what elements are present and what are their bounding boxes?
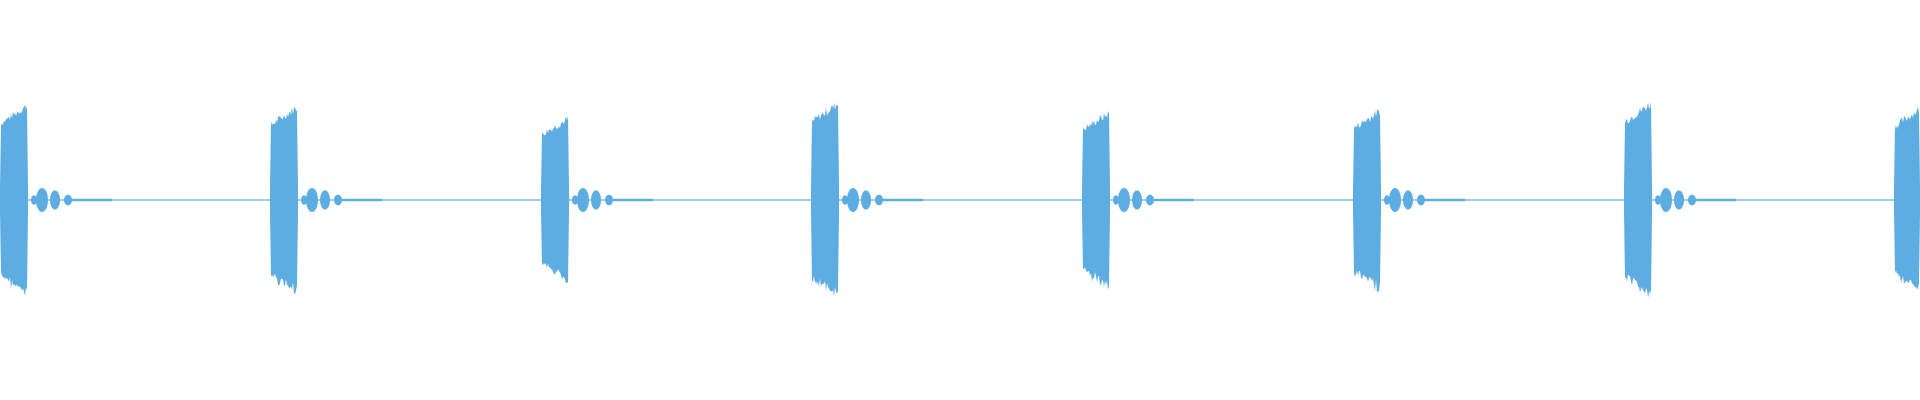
pulse-echo: [1389, 188, 1401, 212]
pulse-echo: [1132, 190, 1142, 210]
pulse-echo: [861, 190, 871, 210]
pulse-echo: [301, 195, 307, 205]
pulse-echo: [875, 194, 883, 206]
pulse-echo: [605, 194, 613, 206]
pulse-tail: [1696, 198, 1736, 202]
pulse-echo: [334, 194, 342, 206]
waveform-pulse: [1624, 101, 1736, 298]
pulse-echo: [1655, 195, 1661, 205]
pulse-echo: [1417, 194, 1425, 206]
pulse-tail: [1154, 198, 1194, 202]
pulse-burst: [1353, 109, 1381, 293]
pulse-echo: [320, 190, 330, 210]
pulse-echo: [591, 190, 601, 210]
waveform-pulse: [1353, 109, 1465, 293]
pulse-echo: [572, 195, 578, 205]
pulse-echo: [1113, 195, 1119, 205]
pulse-tail: [72, 198, 112, 202]
pulse-burst: [1082, 111, 1110, 290]
pulse-echo: [1146, 194, 1154, 206]
waveform-baseline: [0, 199, 1920, 201]
pulse-burst: [0, 104, 28, 296]
pulse-echo: [842, 195, 848, 205]
waveform-pulse: [270, 107, 382, 295]
waveform-pulse: [0, 104, 112, 296]
waveform-pulse: [1894, 107, 1920, 289]
pulse-burst: [1624, 101, 1652, 298]
waveform-pulse: [811, 102, 923, 297]
pulse-echo: [1674, 190, 1684, 210]
waveform-pulse: [541, 115, 653, 284]
pulse-echo: [1403, 190, 1413, 210]
pulse-echo: [1384, 195, 1390, 205]
pulse-tail: [613, 198, 653, 202]
pulse-echo: [1688, 194, 1696, 206]
pulse-tail: [342, 198, 382, 202]
pulse-burst: [270, 107, 298, 295]
pulse-echo: [577, 188, 589, 212]
pulse-echo: [1118, 188, 1130, 212]
pulse-burst: [811, 102, 839, 297]
pulse-echo: [847, 188, 859, 212]
pulse-echo: [31, 195, 37, 205]
pulse-echo: [50, 190, 60, 210]
waveform-pulse: [1082, 111, 1194, 290]
pulse-echo: [306, 188, 318, 212]
pulse-echo: [64, 194, 72, 206]
pulse-burst: [541, 115, 569, 284]
pulse-tail: [883, 198, 923, 202]
pulse-echo: [1660, 188, 1672, 212]
pulse-echo: [36, 188, 48, 212]
pulse-burst: [1894, 107, 1920, 289]
pulse-tail: [1425, 198, 1465, 202]
